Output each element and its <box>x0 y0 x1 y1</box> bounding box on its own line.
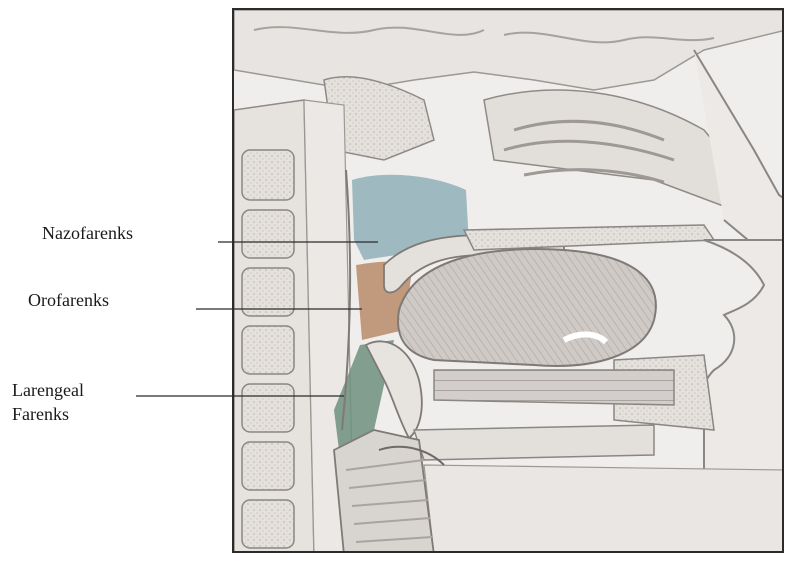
vertebrae <box>242 150 294 548</box>
tongue <box>398 249 656 366</box>
label-oropharynx: Orofarenks <box>28 289 109 311</box>
label-laryngopharynx-line2: Farenks <box>12 402 84 426</box>
label-nasopharynx: Nazofarenks <box>42 222 133 244</box>
floor-of-mouth <box>434 370 674 405</box>
pharynx-sagittal-illustration <box>234 10 784 553</box>
label-laryngopharynx-line1: Larengeal <box>12 378 84 402</box>
pharynx-illustration-frame <box>232 8 784 553</box>
label-laryngopharynx: Larengeal Farenks <box>12 378 84 426</box>
